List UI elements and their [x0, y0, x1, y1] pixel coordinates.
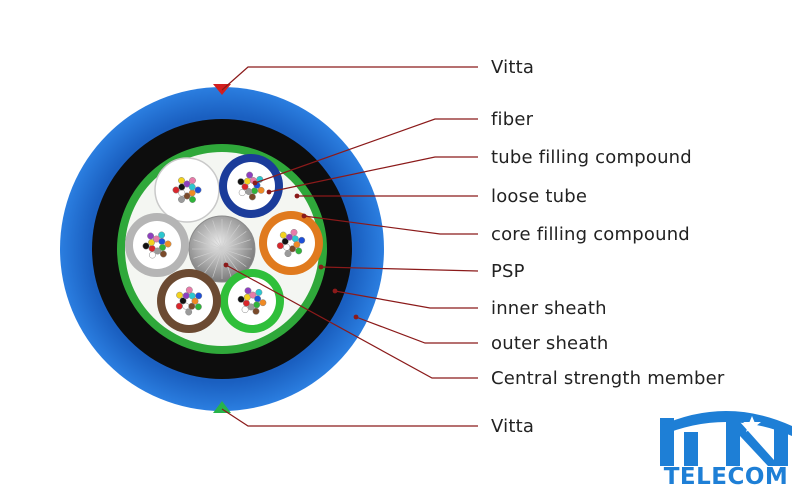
fiber — [175, 302, 183, 310]
fiber — [293, 241, 301, 249]
fiber — [189, 177, 196, 184]
fiber — [164, 240, 172, 248]
tube-filling-compound-3 — [267, 219, 315, 267]
vitta-bottom-marker — [213, 401, 231, 413]
label-tube-filling-compound: tube filling compound — [491, 147, 692, 168]
fiber — [290, 228, 298, 236]
fiber — [295, 247, 303, 255]
fiber — [238, 189, 246, 197]
fiber — [154, 247, 162, 255]
leader-line-vitta-bottom — [221, 408, 478, 427]
fiber — [188, 302, 196, 310]
fiber — [185, 286, 193, 294]
fiber — [242, 299, 250, 307]
tube-filling-compound-4 — [228, 277, 276, 325]
leader-line-fiber — [254, 118, 478, 184]
hn-telecom-logo: TELECOM — [652, 402, 800, 500]
fiber — [188, 183, 196, 191]
fiber — [243, 177, 251, 185]
fiber — [147, 232, 155, 240]
leader-line-psp — [320, 266, 479, 272]
leader-line-outer-sheath — [355, 316, 478, 344]
fiber — [259, 299, 267, 307]
fiber — [279, 231, 287, 239]
fiber — [195, 292, 203, 300]
loose-tubes-group — [125, 154, 323, 333]
fiber — [159, 250, 167, 258]
fiber — [158, 238, 166, 245]
fiber — [237, 178, 245, 186]
steel-texture-line — [193, 239, 251, 259]
hn-logo-mark-icon — [660, 411, 792, 466]
fiber — [245, 188, 253, 195]
fiber — [298, 236, 306, 244]
fiber — [237, 295, 245, 303]
leader-line-central-strength — [225, 264, 478, 379]
tube-filling-compound-2 — [227, 162, 275, 210]
fiber — [178, 189, 186, 197]
label-loose-tube: loose tube — [491, 186, 588, 207]
fiber — [254, 295, 262, 303]
central-strength-member-texture — [192, 219, 252, 279]
fiber — [172, 186, 180, 194]
fiber — [185, 308, 193, 316]
label-central-strength-member: Central strength member — [491, 368, 725, 389]
leader-line-tube-filling — [268, 156, 478, 193]
fiber — [248, 193, 256, 201]
fiber — [244, 287, 252, 295]
leader-line-vitta-top — [221, 66, 478, 91]
fiber — [176, 291, 184, 299]
fiber — [182, 292, 190, 300]
fiber — [281, 237, 289, 245]
fiber — [183, 180, 191, 188]
fiber — [283, 243, 291, 251]
logo-text: TELECOM — [663, 464, 789, 490]
tube-filling-compound-6 — [133, 221, 181, 269]
label-psp: PSP — [491, 261, 525, 282]
fiber — [158, 231, 166, 239]
label-vitta-bottom: Vitta — [491, 416, 535, 437]
fiber — [276, 242, 284, 250]
fiber — [249, 291, 257, 299]
fiber — [194, 303, 202, 311]
fiber — [246, 171, 254, 179]
tube-filling-compound-1 — [163, 166, 211, 214]
fiber — [191, 297, 199, 305]
fiber — [253, 301, 261, 309]
fiber — [255, 288, 263, 296]
fiber — [291, 235, 299, 243]
leader-line-inner-sheath — [334, 290, 478, 309]
fiber — [284, 250, 292, 258]
fiber — [179, 297, 187, 305]
fiber — [194, 186, 202, 194]
fiber — [178, 196, 185, 203]
fiber — [178, 177, 185, 184]
fiber — [241, 306, 249, 314]
leader-line-core-filling — [303, 215, 478, 235]
label-inner-sheath: inner sheath — [491, 298, 607, 319]
tube-filling-compound-5 — [165, 277, 213, 325]
label-vitta-top: Vitta — [491, 57, 535, 78]
label-core-filling-compound: core filling compound — [491, 224, 690, 245]
fiber — [183, 192, 191, 200]
fiber — [189, 196, 196, 203]
fiber — [142, 242, 150, 250]
label-outer-sheath: outer sheath — [491, 333, 609, 354]
label-fiber: fiber — [491, 109, 534, 130]
